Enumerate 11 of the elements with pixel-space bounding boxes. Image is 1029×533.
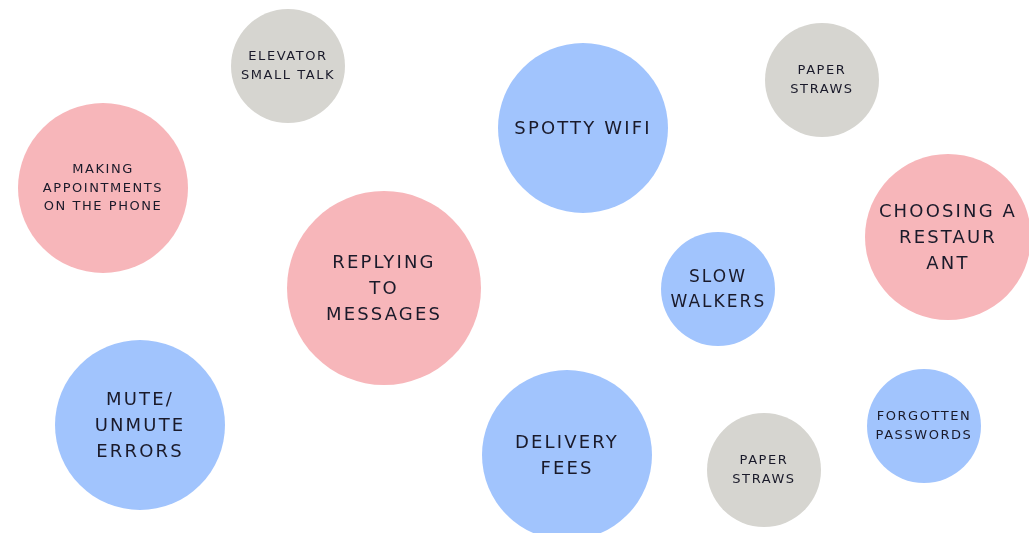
bubble-label: MAKING APPOINTMENTS ON THE PHONE [41,159,165,216]
bubble-label: DELIVERY FEES [514,429,620,480]
bubble-label: REPLYING TO MESSAGES [324,249,444,327]
bubble-label: SLOW WALKERS [670,265,766,313]
bubble-label: ELEVATOR SMALL TALK [240,47,336,84]
bubble-label: SPOTTY WIFI [513,115,653,140]
bubble-label: MUTE/ UNMUTE ERRORS [93,386,187,464]
bubble-label: PAPER STRAWS [731,451,797,488]
bubble-label: PAPER STRAWS [789,61,855,98]
bubble-label: FORGOTTEN PASSWORDS [874,407,974,444]
bubble-label: CHOOSING A RESTAUR ANT [878,198,1018,276]
